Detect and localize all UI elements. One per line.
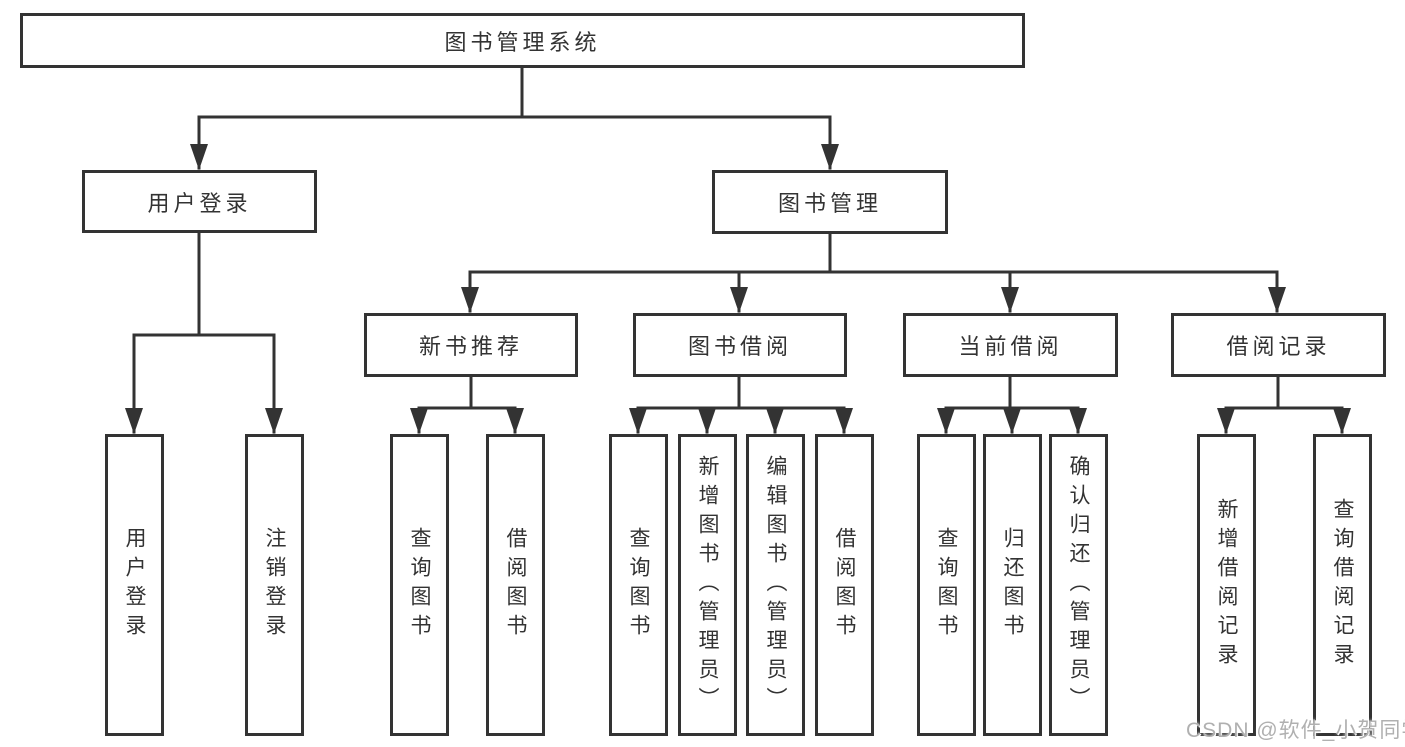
node-cb-query-books-label: 查询图书 bbox=[935, 527, 958, 643]
arrow-down-icon bbox=[461, 287, 479, 313]
node-br-query-record: 查询借阅记录 bbox=[1313, 434, 1372, 736]
node-library-system: 图书管理系统 bbox=[20, 13, 1025, 68]
tree-edges bbox=[132, 66, 1344, 434]
arrowheads bbox=[125, 144, 1351, 434]
node-book-management-label: 图书管理 bbox=[777, 191, 882, 216]
node-cb-query-books: 查询图书 bbox=[917, 434, 976, 736]
arrow-down-icon bbox=[937, 408, 955, 434]
node-bb-query-books: 查询图书 bbox=[609, 434, 668, 736]
node-cb-confirm-return-admin: 确认归还（管理员） bbox=[1049, 434, 1108, 736]
arrow-down-icon bbox=[1069, 408, 1087, 434]
node-user-login: 用户登录 bbox=[82, 170, 317, 233]
node-bb-add-books-admin: 新增图书（管理员） bbox=[678, 434, 737, 736]
arrow-down-icon bbox=[1217, 408, 1235, 434]
node-login-label: 用户登录 bbox=[123, 527, 146, 643]
node-bb-query-books-label: 查询图书 bbox=[627, 527, 650, 643]
node-cb-confirm-return-admin-label: 确认归还（管理员） bbox=[1067, 454, 1090, 716]
arrow-down-icon bbox=[835, 408, 853, 434]
arrow-down-icon bbox=[1268, 287, 1286, 313]
node-new-book-recommendation: 新书推荐 bbox=[364, 313, 578, 377]
node-nb-borrow-books-label: 借阅图书 bbox=[504, 527, 527, 643]
node-logout: 注销登录 bbox=[245, 434, 304, 736]
node-nb-borrow-books: 借阅图书 bbox=[486, 434, 545, 736]
node-book-borrowing-label: 图书借阅 bbox=[687, 334, 792, 359]
node-bb-borrow-books: 借阅图书 bbox=[815, 434, 874, 736]
node-nb-query-books: 查询图书 bbox=[390, 434, 449, 736]
arrow-down-icon bbox=[1001, 287, 1019, 313]
arrow-down-icon bbox=[190, 144, 208, 170]
node-br-add-record-label: 新增借阅记录 bbox=[1215, 498, 1238, 672]
node-bb-borrow-books-label: 借阅图书 bbox=[833, 527, 856, 643]
node-book-borrowing: 图书借阅 bbox=[633, 313, 847, 377]
arrow-down-icon bbox=[265, 408, 283, 434]
node-bb-edit-books-admin: 编辑图书（管理员） bbox=[746, 434, 805, 736]
node-cb-return-books-label: 归还图书 bbox=[1001, 527, 1024, 643]
arrow-down-icon bbox=[1333, 408, 1351, 434]
arrow-down-icon bbox=[730, 287, 748, 313]
node-nb-query-books-label: 查询图书 bbox=[408, 527, 431, 643]
node-bb-add-books-admin-label: 新增图书（管理员） bbox=[696, 454, 719, 716]
node-borrowing-records-label: 借阅记录 bbox=[1226, 334, 1331, 359]
node-bb-edit-books-admin-label: 编辑图书（管理员） bbox=[764, 454, 787, 716]
watermark: CSDN @软件_小贺同学 bbox=[1186, 719, 1405, 742]
node-book-management: 图书管理 bbox=[712, 170, 948, 234]
node-cb-return-books: 归还图书 bbox=[983, 434, 1042, 736]
arrow-down-icon bbox=[766, 408, 784, 434]
arrow-down-icon bbox=[1003, 408, 1021, 434]
node-br-query-record-label: 查询借阅记录 bbox=[1331, 498, 1354, 672]
node-library-system-label: 图书管理系统 bbox=[444, 29, 601, 55]
node-br-add-record: 新增借阅记录 bbox=[1197, 434, 1256, 736]
node-user-login-label: 用户登录 bbox=[147, 190, 252, 216]
node-borrowing-records: 借阅记录 bbox=[1171, 313, 1386, 377]
arrow-down-icon bbox=[125, 408, 143, 434]
node-current-borrowing: 当前借阅 bbox=[903, 313, 1118, 377]
arrow-down-icon bbox=[629, 408, 647, 434]
node-new-book-recommendation-label: 新书推荐 bbox=[418, 334, 523, 359]
arrow-down-icon bbox=[506, 408, 524, 434]
node-login: 用户登录 bbox=[105, 434, 164, 736]
arrow-down-icon bbox=[410, 408, 428, 434]
node-logout-label: 注销登录 bbox=[263, 527, 286, 643]
node-current-borrowing-label: 当前借阅 bbox=[958, 334, 1063, 359]
arrow-down-icon bbox=[698, 408, 716, 434]
arrow-down-icon bbox=[821, 144, 839, 170]
